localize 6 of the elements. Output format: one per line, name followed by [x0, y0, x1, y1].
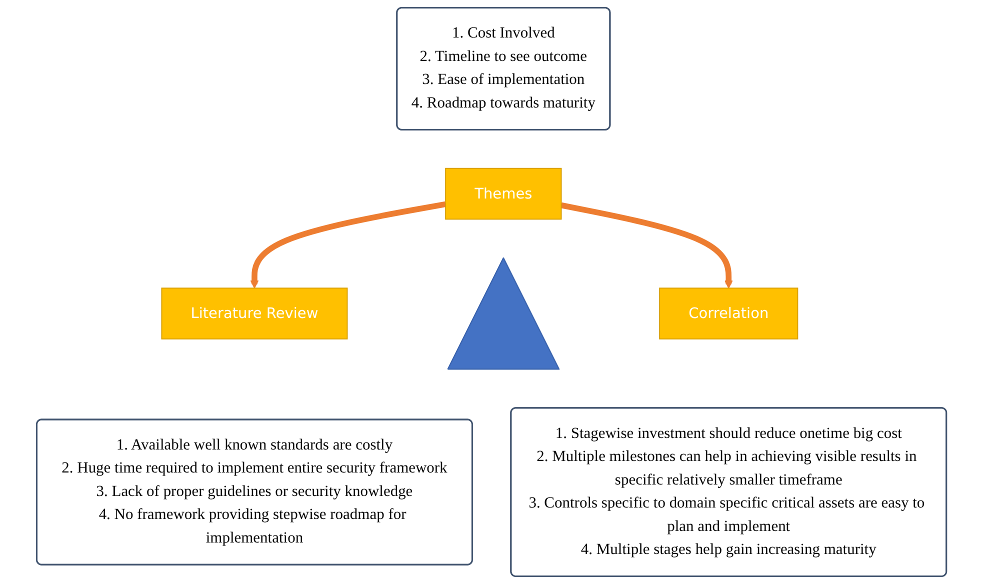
arrow [560, 202, 733, 288]
arrow [250, 201, 446, 288]
diagram: 1. Cost Involved 2. Timeline to see outcome 3. Ease of implementation 4. Roadmap towards maturity Themes Literature Review Correlation 1. Available well known standards are costly 2. Huge time required to implement entire security framework 3. Lack of proper guidelines or security knowledge 4. No framework providing stepwise roadmap for implementation 1. Stagewise investment should reduce onetime big cost 2. Multiple milestones can help in achieving visible results in specific relatively smaller timeframe 3. Controls specific to domain specific critical assets are easy to plan and implement 4. Multiple stages help gain increasing maturity [28, 0, 954, 584]
node-box [161, 288, 348, 340]
node-box [659, 288, 798, 340]
node-box [445, 168, 562, 220]
